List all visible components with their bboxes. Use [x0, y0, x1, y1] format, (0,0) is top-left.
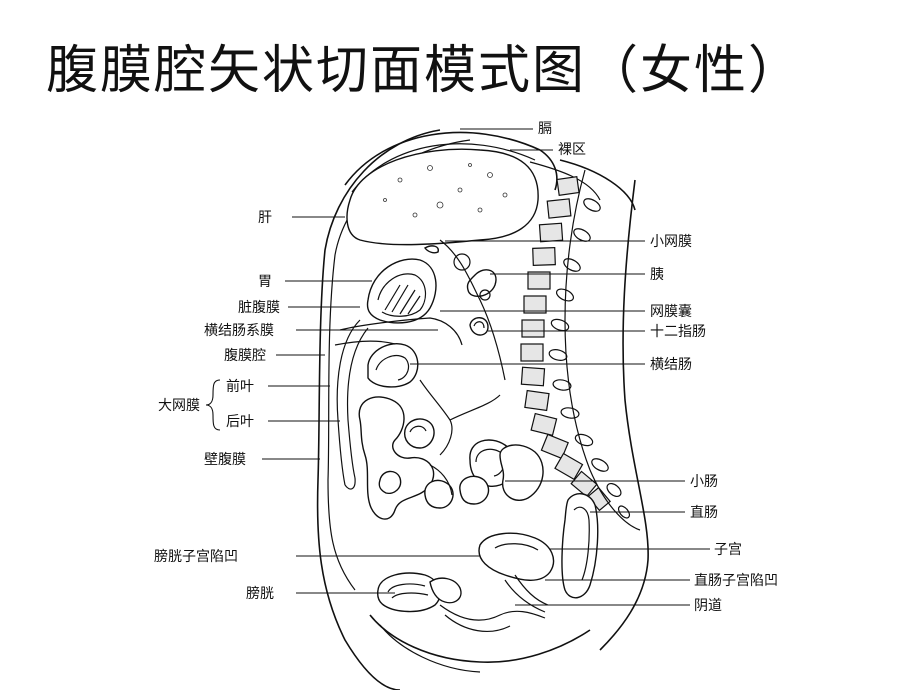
- label-bare-area: 裸区: [558, 142, 586, 158]
- label-liver: 肝: [258, 210, 272, 226]
- labels: 膈 裸区 肝 小网膜 胃 胰 脏腹膜 网膜囊 横结肠系膜 十二指肠 腹膜腔 横结…: [154, 121, 778, 614]
- label-posterior-layer: 后叶: [226, 414, 254, 430]
- label-greater-omentum: 大网膜: [158, 398, 200, 414]
- label-diaphragm: 膈: [538, 121, 552, 137]
- label-peritoneal-cavity: 腹膜腔: [224, 347, 266, 364]
- label-visceral-peritoneum: 脏腹膜: [238, 299, 280, 316]
- upper-viscera: [423, 239, 506, 381]
- greater-omentum: [336, 319, 369, 490]
- label-parietal-peritoneum: 壁腹膜: [204, 451, 246, 468]
- small-intestine: [358, 379, 544, 520]
- label-pancreas: 胰: [650, 267, 664, 283]
- label-rectum: 直肠: [690, 504, 718, 521]
- label-vagina: 阴道: [694, 598, 722, 614]
- label-omental-bursa: 网膜囊: [650, 303, 692, 320]
- slide-title: 腹膜腔矢状切面模式图（女性）: [46, 41, 803, 101]
- label-small-intestine: 小肠: [690, 474, 718, 490]
- uterus: [478, 532, 555, 613]
- label-duodenum: 十二指肠: [650, 324, 706, 340]
- label-transverse-mesocolon: 横结肠系膜: [204, 323, 274, 339]
- rectum: [561, 493, 599, 599]
- label-stomach: 胃: [258, 274, 272, 290]
- label-vesicouterine-pouch: 膀胱子宫陷凹: [154, 548, 238, 565]
- liver: [346, 148, 539, 246]
- label-rectouterine-pouch: 直肠子宫陷凹: [694, 572, 778, 589]
- label-transverse-colon: 横结肠: [650, 357, 692, 373]
- pelvic-floor: [369, 604, 591, 673]
- label-uterus: 子宫: [714, 542, 742, 558]
- transverse-colon: [334, 317, 463, 388]
- greater-omentum-brace: [205, 379, 221, 431]
- stomach: [366, 258, 437, 324]
- label-anterior-layer: 前叶: [226, 378, 254, 395]
- vertebral-column: [520, 169, 641, 531]
- bladder: [376, 572, 462, 613]
- label-lesser-omentum: 小网膜: [650, 234, 692, 250]
- leader-lines: [262, 128, 710, 606]
- label-bladder: 膀胱: [246, 585, 274, 602]
